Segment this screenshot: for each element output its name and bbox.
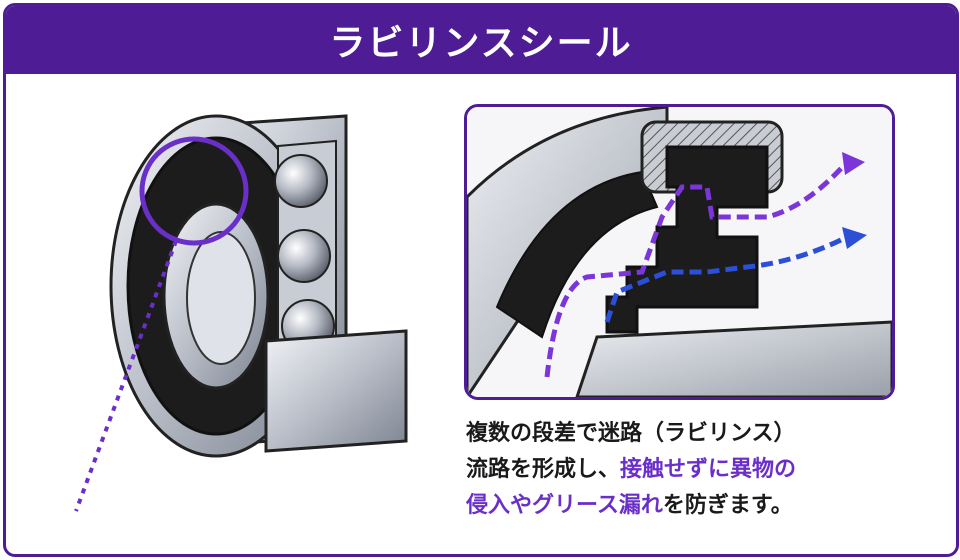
description-line-1: 複数の段差で迷路（ラビリンス）: [466, 421, 796, 446]
description-line-2-highlight: 接触せずに異物の: [620, 457, 797, 482]
inner-ring-section: [575, 320, 892, 397]
description-line-3-highlight: 侵入やグリース漏れ: [466, 493, 663, 518]
ball-middle: [277, 229, 331, 283]
labyrinth-detail-panel: [464, 104, 895, 400]
flow-path-purple: [544, 160, 849, 378]
labyrinth-detail-illustration: [467, 107, 892, 397]
description-line-3-normal: を防ぎます。: [662, 493, 793, 518]
bearing-cutaway-illustration: [74, 114, 408, 512]
description: 複数の段差で迷路（ラビリンス） 流路を形成し、接触せずに異物の 侵入やグリース漏…: [466, 416, 936, 524]
page-title: ラビリンスシール: [329, 23, 633, 64]
seal-highlight-circle: [139, 136, 249, 246]
arrow-purple: [842, 152, 865, 175]
infographic-frame: ラビリンスシール: [3, 3, 959, 557]
description-line-2: 流路を形成し、接触せずに異物の: [466, 452, 936, 488]
description-line-2-normal: 流路を形成し、: [466, 457, 621, 482]
ball-top: [274, 154, 328, 208]
flow-path-blue: [604, 234, 849, 323]
arrow-blue: [842, 227, 867, 249]
labyrinth-seal: [605, 145, 769, 334]
title-banner: ラビリンスシール: [6, 6, 956, 74]
leader-line: [74, 240, 178, 512]
description-line-3: 侵入やグリース漏れを防ぎます。: [466, 488, 936, 524]
